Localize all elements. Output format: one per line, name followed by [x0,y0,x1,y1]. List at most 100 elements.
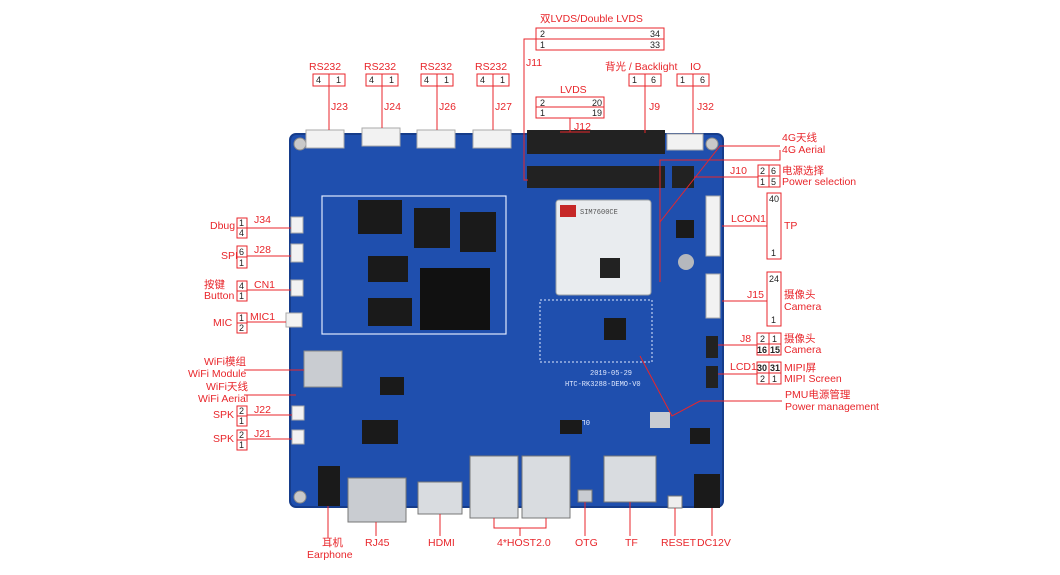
j11-label: J11 [526,57,542,69]
svg-text:30: 30 [757,363,767,373]
callout-rs232-j24: RS232 4 1 J24 [364,61,401,128]
svg-text:2: 2 [760,374,765,384]
svg-text:40: 40 [769,194,779,204]
svg-text:OTG: OTG [575,537,598,549]
svg-text:Power management: Power management [785,401,879,413]
svg-text:1: 1 [389,75,394,85]
svg-text:33: 33 [650,40,660,50]
svg-text:Power selection: Power selection [782,176,856,188]
svg-text:MIC1: MIC1 [250,311,275,323]
callout-mipi-screen: LCD1 30 31 2 1 MIPI屏 MIPI Screen [718,361,842,385]
svg-text:J15: J15 [747,289,764,301]
svg-text:1: 1 [500,75,505,85]
svg-text:LCD1: LCD1 [730,361,757,373]
svg-text:4*HOST2.0: 4*HOST2.0 [497,537,551,549]
backlight-label: 背光 / Backlight [605,60,677,73]
svg-text:2: 2 [760,166,765,176]
svg-text:2: 2 [540,29,545,39]
j32-label: J32 [697,101,714,113]
svg-text:Dbug: Dbug [210,220,235,232]
svg-text:2: 2 [239,430,244,440]
svg-text:MIC: MIC [213,317,233,329]
svg-text:1: 1 [336,75,341,85]
svg-text:4: 4 [316,75,321,85]
svg-text:2: 2 [239,406,244,416]
callout-camera-j8: J8 2 1 16 15 摄像头 Camera [718,332,822,356]
hdmi-jack [417,481,463,515]
svg-text:1: 1 [771,248,776,258]
wifi-module-chip [303,350,343,388]
callout-earphone: 耳机 Earphone [307,506,353,561]
svg-text:1: 1 [540,40,545,50]
lvds-double-label: 双LVDS/Double LVDS [540,13,643,25]
svg-text:2: 2 [760,334,765,344]
svg-text:J26: J26 [439,101,456,113]
tf-slot [603,455,657,503]
callout-dc12v: DC12V [697,508,731,549]
svg-text:J21: J21 [254,428,271,440]
svg-text:J28: J28 [254,244,271,256]
svg-text:4G天线: 4G天线 [782,131,818,144]
svg-text:J24: J24 [384,101,401,113]
svg-text:1: 1 [239,440,244,450]
callout-backlight: 背光 / Backlight 1 6 J9 [605,60,677,133]
svg-text:WiFi Module: WiFi Module [188,368,247,380]
svg-text:Earphone: Earphone [307,549,353,561]
callout-mic: MIC 1 2 MIC1 [213,311,286,334]
svg-text:摄像头: 摄像头 [784,332,816,345]
callout-dbug: Dbug 1 4 J34 [210,214,291,239]
svg-text:1: 1 [772,374,777,384]
svg-text:1: 1 [632,75,637,85]
svg-text:1: 1 [680,75,685,85]
callout-button: 按键 Button 4 1 CN1 [204,278,291,302]
svg-text:1: 1 [772,334,777,344]
usb-stack-1 [469,455,519,519]
svg-text:1: 1 [239,291,244,301]
callout-spk-j21: SPK 2 1 J21 [213,428,292,451]
svg-text:Camera: Camera [784,344,822,356]
svg-text:24: 24 [769,274,779,284]
board-model: HTC-RK3288-DEMO-V0 [565,381,641,389]
svg-text:1: 1 [239,258,244,268]
svg-text:1: 1 [540,108,545,118]
svg-text:RS232: RS232 [364,61,396,73]
module-silk: SIM7600CE [580,209,618,217]
svg-text:4: 4 [239,281,244,291]
svg-text:摄像头: 摄像头 [784,288,816,301]
svg-text:TP: TP [784,220,797,232]
callout-wifi-aerial: WiFi天线 WiFi Aerial [198,380,296,405]
callout-rs232-j27: RS232 4 1 J27 [475,61,512,130]
svg-text:MIPI Screen: MIPI Screen [784,373,842,385]
callout-tp: 40 1 LCON1 TP [722,192,797,260]
svg-text:16: 16 [757,345,767,355]
svg-text:6: 6 [651,75,656,85]
rj45-jack [347,477,407,523]
reset-switch [667,495,683,509]
svg-text:4: 4 [369,75,374,85]
callout-double-lvds: 双LVDS/Double LVDS 2 34 1 33 J11 [523,13,665,181]
svg-text:6: 6 [239,247,244,257]
j12-label: J12 [574,121,591,133]
4g-module [555,199,652,296]
callout-reset: RESET [661,508,697,549]
svg-text:RS232: RS232 [475,61,507,73]
callout-usb-host: 4*HOST2.0 [493,518,551,549]
board-date: 2019-05-29 [590,370,632,378]
callout-rj45: RJ45 [365,522,390,549]
j9-label: J9 [649,101,660,113]
svg-text:1: 1 [760,177,765,187]
callout-tf: TF [625,502,638,549]
svg-text:LCON1: LCON1 [731,213,766,225]
callout-wifi-module: WiFi模组 WiFi Module [188,355,304,380]
io-label: IO [690,61,701,73]
svg-text:19: 19 [592,108,602,118]
svg-text:2: 2 [540,98,545,108]
svg-text:按键: 按键 [204,278,225,291]
callout-pmu: PMU电源管理 Power management [639,355,879,417]
callout-io: IO 1 6 J32 [676,61,714,133]
otg-jack [577,489,593,503]
svg-text:34: 34 [650,29,660,39]
svg-text:4G Aerial: 4G Aerial [782,144,825,156]
svg-text:TF: TF [625,537,638,549]
callout-spk-j22: SPK 2 1 J22 [213,404,292,427]
